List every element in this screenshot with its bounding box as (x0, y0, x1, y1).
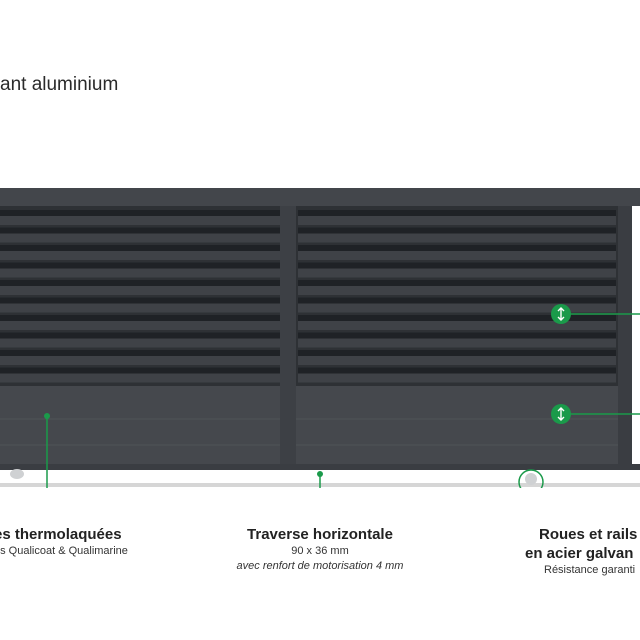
callout-left-sub: es Qualicoat & Qualimarine (0, 545, 128, 557)
louver-slat (0, 315, 280, 321)
middle-post (280, 206, 296, 468)
louver-slat-face (0, 338, 280, 348)
louver-slat-face (0, 268, 280, 278)
louver-slat-face (0, 321, 280, 330)
louver-slat-face (298, 356, 616, 365)
louver-slat-face (0, 373, 280, 383)
louver-slat (298, 245, 616, 251)
vertical-arrows-icon (551, 304, 571, 324)
callout-right-sub: Résistance garanti (544, 564, 636, 576)
vertical-arrows-icon (551, 404, 571, 424)
louver-slat (298, 227, 616, 234)
right-louvers (296, 206, 618, 386)
louver-slat-face (0, 216, 280, 225)
left-louvers (0, 206, 280, 386)
louver-slat (0, 245, 280, 251)
louver-slat (298, 210, 616, 216)
louver-slat-face (298, 268, 616, 278)
louver-slat (0, 350, 280, 356)
louver-slat-face (298, 373, 616, 383)
gate-illustration (0, 188, 640, 488)
louver-slat (0, 262, 280, 269)
louver-slat (298, 315, 616, 321)
callout-middle-sub: 90 x 36 mm (291, 545, 349, 557)
callout-right-heading-1: Roues et rails (539, 526, 638, 543)
callout-lines (46, 313, 640, 488)
louver-slat (0, 297, 280, 304)
callout-middle-note: avec renfort de motorisation 4 mm (236, 560, 404, 572)
horizontal-crossbar (0, 464, 640, 470)
louver-slat (0, 367, 280, 374)
wheel-circle-icon (518, 469, 544, 488)
dot-icon (317, 471, 323, 477)
louver-slat-face (0, 233, 280, 243)
louver-slat-face (298, 338, 616, 348)
louver-slat-face (0, 251, 280, 260)
wheel-left (10, 469, 24, 479)
gate-top-rail (0, 188, 640, 206)
callout-left-heading: es thermolaquées (0, 526, 122, 543)
louver-slat (298, 332, 616, 339)
callout-middle: Traverse horizontale 90 x 36 mm avec ren… (222, 525, 418, 574)
louver-slat (298, 262, 616, 269)
bottom-panels (0, 386, 618, 468)
louver-slat-face (0, 356, 280, 365)
dot-icon (44, 413, 50, 419)
page-title: ant aluminium (0, 74, 119, 95)
wheel-right (525, 473, 537, 485)
louver-slat (0, 210, 280, 216)
callout-left: es thermolaquées es Qualicoat & Qualimar… (0, 525, 128, 559)
louver-slat-face (298, 216, 616, 225)
callout-right: Roues et rails en acier galvan Résistanc… (520, 525, 637, 578)
louver-slat (298, 280, 616, 286)
louver-slat-face (298, 233, 616, 243)
louver-slat (298, 297, 616, 304)
louver-slat-face (298, 303, 616, 313)
louver-slat (0, 332, 280, 339)
louver-slat-face (298, 251, 616, 260)
callout-middle-heading: Traverse horizontale (247, 526, 393, 543)
louver-slat-face (298, 286, 616, 295)
louver-slat (0, 227, 280, 234)
louver-slat-face (0, 303, 280, 313)
callout-right-heading-2: en acier galvan (525, 545, 634, 562)
louver-slat (0, 280, 280, 286)
louver-slat (298, 350, 616, 356)
louver-slat-face (0, 286, 280, 295)
louver-slat-face (298, 321, 616, 330)
louver-slat (298, 367, 616, 374)
gate-opening (632, 206, 640, 468)
